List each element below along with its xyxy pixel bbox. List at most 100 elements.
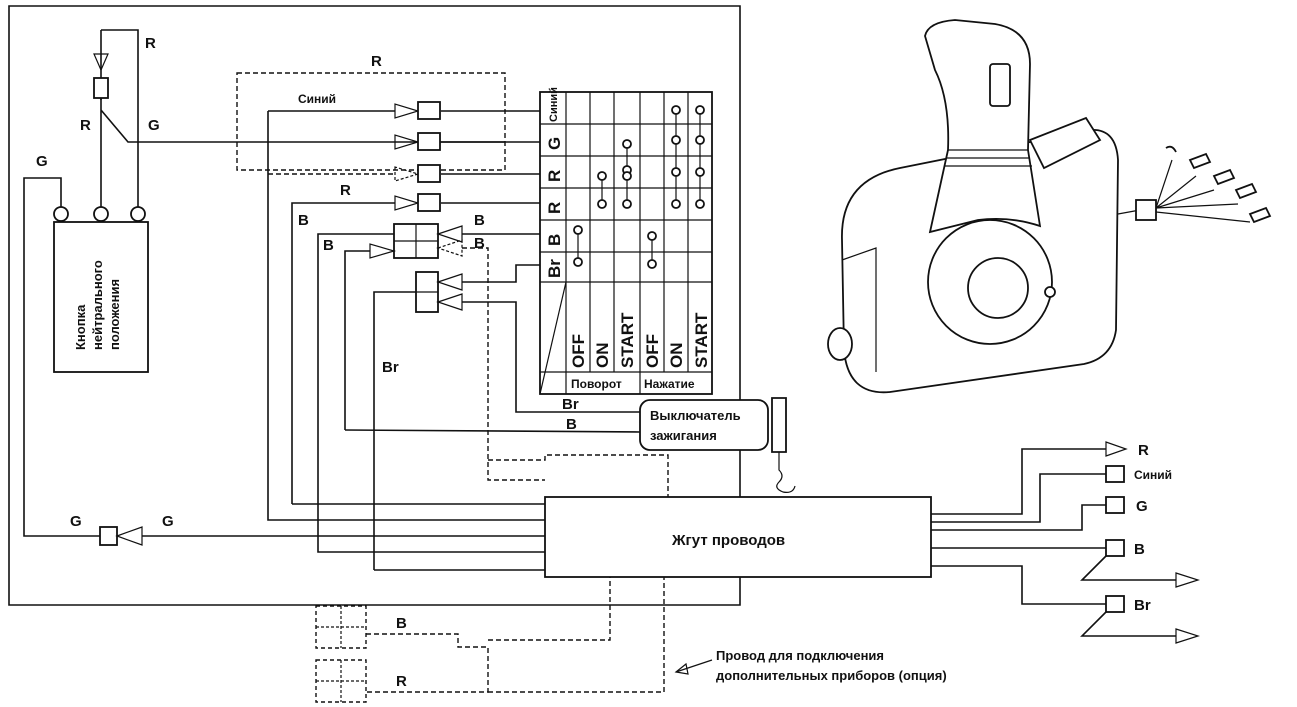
output-wire-r [931, 448, 1106, 515]
remote-side-plate [1028, 116, 1102, 170]
connector-b-left-arrow [369, 243, 397, 259]
label-b-4: B [323, 237, 334, 254]
output-label-r: R [1138, 442, 1149, 459]
output-b-arrow [1175, 572, 1200, 588]
output-wire-b-2 [1080, 555, 1176, 581]
neutral-switch: Кнопка нейтрального положения R R G G [23, 29, 160, 537]
label-b-3: B [298, 212, 309, 229]
harness-label: Жгут проводов [671, 532, 785, 549]
g-connector-label-left: G [70, 513, 82, 530]
optional-label-b: B [396, 615, 407, 632]
optional-note-2: дополнительных приборов (опция) [716, 668, 947, 683]
bus-wire-1 [267, 111, 545, 521]
optional-connector-b-grid [316, 606, 366, 648]
wire-br [462, 264, 540, 283]
remote-lever-button [989, 63, 1011, 107]
connector-row-b: B B B B [298, 212, 545, 520]
pos-off-2: OFF [643, 334, 662, 368]
optional-connector-r-grid [316, 660, 366, 702]
switch-table-rows [540, 123, 712, 373]
neutral-switch-label-3: положения [107, 279, 122, 350]
neutral-label-g-left: G [36, 153, 48, 170]
pos-on-2: ON [667, 343, 686, 369]
output-g-connector [1105, 496, 1125, 514]
connector-g-body [417, 132, 441, 151]
pos-on-1: ON [593, 343, 612, 369]
wire-b-dashed [462, 247, 545, 481]
connector-blue-arrow [394, 103, 421, 119]
ignition-label-2: зажигания [650, 428, 717, 443]
connector-row-blue [268, 101, 540, 120]
row-label-r2: R [545, 202, 564, 214]
output-r-arrow [1105, 441, 1128, 457]
neutral-label-g: G [148, 117, 160, 134]
switch-table: Синий G R R B Br OFF ON START OFF ON STA… [539, 87, 713, 395]
label-r2: R [340, 182, 351, 199]
output-br-connector [1105, 595, 1125, 613]
remote-lever-arm [924, 19, 1042, 234]
connector-b-arrow-2 [436, 239, 463, 257]
output-blue-connector [1105, 465, 1125, 483]
connector-row-r1 [268, 164, 540, 183]
connector-r2-body [417, 193, 441, 212]
g-connector: G G [70, 513, 545, 546]
output-wire-br [931, 565, 1106, 605]
wire-br-ignition [462, 301, 640, 413]
switch-contacts [573, 105, 705, 269]
neutral-switch-fuse [93, 77, 109, 99]
neutral-switch-box [53, 221, 149, 373]
remote-control-illustration [827, 19, 1272, 394]
remote-knob [827, 327, 853, 361]
g-connector-body [99, 526, 118, 546]
neutral-switch-lever [100, 98, 142, 208]
optional-label-r: R [396, 673, 407, 690]
label-b-1: B [474, 212, 485, 229]
connector-blue-body [417, 101, 441, 120]
connector-r1-body [417, 164, 441, 183]
output-label-b: B [1134, 541, 1145, 558]
remote-cable-grommet [1135, 199, 1157, 221]
neutral-label-r: R [80, 117, 91, 134]
blue-wire-label: Синий [298, 92, 336, 106]
output-wire-g [931, 504, 1106, 531]
wire-r2 [291, 202, 540, 504]
optional-leader-arrow [674, 662, 689, 675]
output-b-connector [1105, 539, 1125, 557]
remote-lever-grip [944, 149, 1032, 167]
neutral-terminal-2 [93, 206, 109, 222]
harness-outputs: R Синий G B Br [931, 441, 1200, 644]
optional-leader-line [675, 659, 713, 673]
optional-wire: B R Провод для подключения дополнительны… [315, 577, 947, 703]
connector-row-g [394, 132, 540, 151]
row-label-blue: Синий [548, 87, 560, 122]
row-label-r1: R [545, 170, 564, 182]
g-connector-arrow [115, 526, 143, 546]
neutral-label-r-top: R [145, 35, 156, 52]
optional-wire-loop [366, 633, 489, 693]
r-dashed-enclosure [236, 72, 506, 171]
ignition-label-1: Выключатель [650, 408, 741, 423]
label-br-left: Br [382, 359, 399, 376]
label-b-ignition: B [566, 416, 577, 433]
row-label-br: Br [545, 259, 564, 278]
pos-start-2: START [692, 312, 711, 368]
connector-b-arrow-1 [436, 225, 463, 243]
output-br-arrow [1175, 628, 1200, 644]
remote-screw [1044, 286, 1056, 298]
harness-box [544, 496, 932, 578]
remote-cable-wires [1155, 159, 1251, 223]
connector-row-br: Br [373, 264, 640, 570]
pos-start-1: START [618, 312, 637, 368]
remote-cable-terminals [1165, 145, 1272, 224]
bus-wire-5 [488, 454, 669, 497]
wire-b-ignition [344, 429, 641, 433]
r-enclosure-label: R [371, 53, 382, 70]
remote-lever-hub-inner [967, 257, 1029, 319]
output-wire-br-2 [1080, 611, 1176, 637]
bus-wire-3 [317, 520, 545, 553]
neutral-switch-arrow [93, 53, 109, 72]
ignition-switch-box [639, 399, 769, 451]
wire-br-left [373, 291, 416, 570]
optional-wire-to-harness [488, 577, 665, 693]
